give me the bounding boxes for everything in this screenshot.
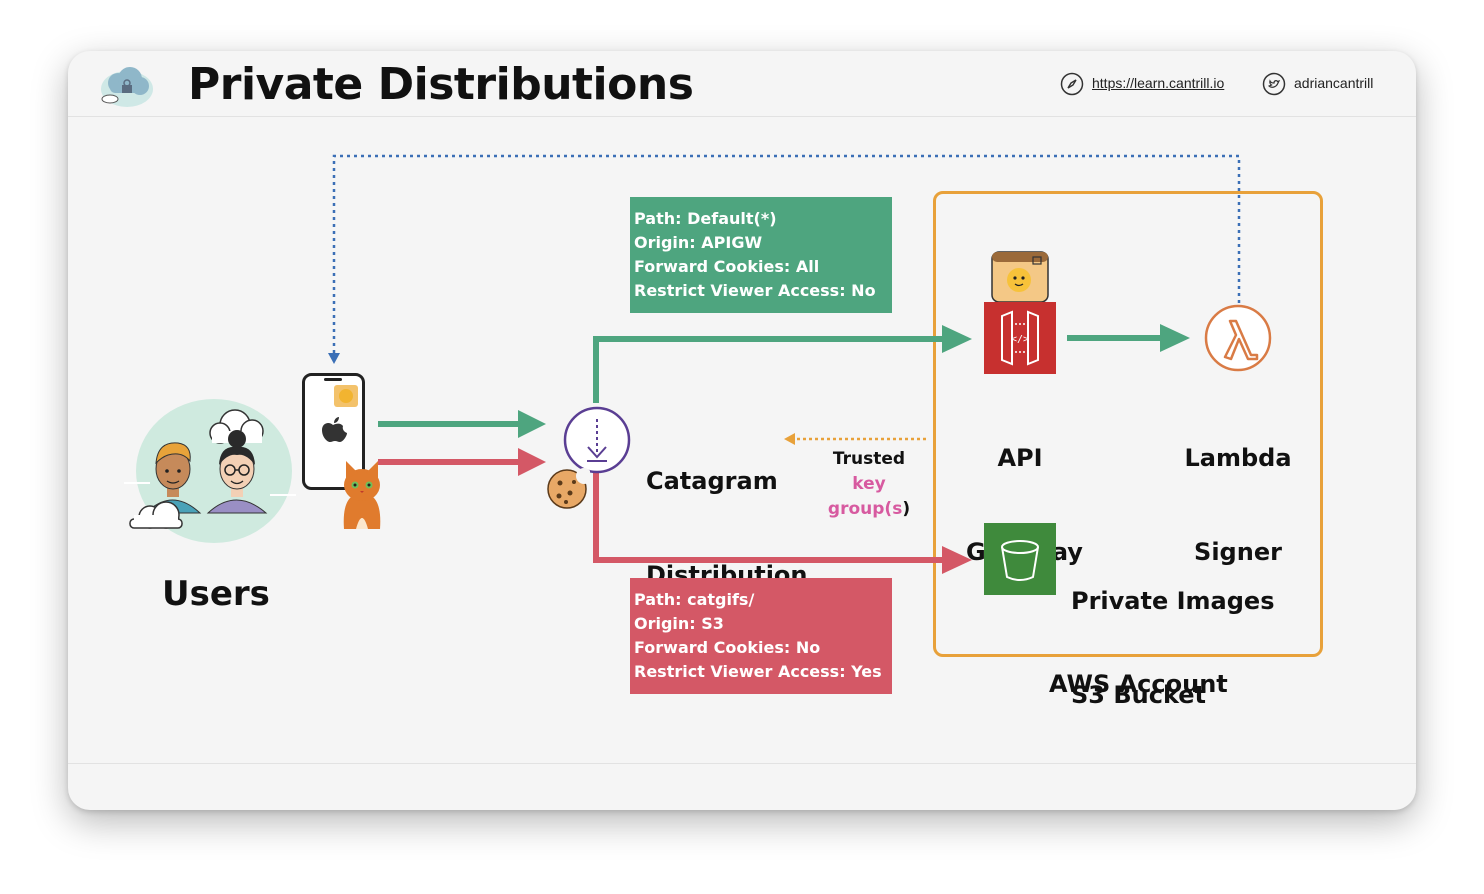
- svg-text:</>: </>: [1011, 334, 1029, 345]
- api-gateway-label-line1: API: [997, 444, 1043, 473]
- twitter-icon: [1262, 72, 1286, 96]
- behavior-catgifs-path: Path: catgifs/: [634, 590, 755, 609]
- green-arrowhead-lambda: [1160, 324, 1190, 352]
- behavior-default-box: Path: Default(*) Origin: APIGW Forward C…: [630, 197, 892, 313]
- aws-account-label: AWS Account: [1049, 670, 1228, 698]
- phone-icon: [302, 373, 366, 493]
- aws-account-box: [933, 191, 1323, 657]
- trusted-key-groups-label: Trusted key group(s): [816, 447, 922, 522]
- dotted-arrowhead: [328, 353, 340, 364]
- close-paren: ): [902, 499, 911, 519]
- cookie-icon: [546, 467, 592, 511]
- api-gateway-icon: </>: [984, 302, 1056, 374]
- trusted-word: Trusted: [832, 449, 906, 469]
- behavior-catgifs-box: Path: catgifs/ Origin: S3 Forward Cookie…: [630, 578, 892, 694]
- behavior-catgifs-cookies: Forward Cookies: No: [634, 638, 821, 657]
- cat-icon: [334, 461, 390, 531]
- behavior-default-restrict: Restrict Viewer Access: No: [634, 281, 876, 300]
- header-divider: [68, 116, 1416, 117]
- distribution-label-line1: Catagram: [646, 467, 778, 496]
- logo-icon: [96, 59, 158, 111]
- behavior-default-cookies: Forward Cookies: All: [634, 257, 820, 276]
- page-title: Private Distributions: [188, 59, 694, 110]
- plural-s: s: [892, 499, 903, 519]
- orange-arrowhead: [784, 433, 795, 445]
- red-arrowhead-s3: [942, 546, 972, 574]
- site-link[interactable]: https://learn.cantrill.io: [1092, 75, 1225, 91]
- s3-bucket-icon: [984, 523, 1056, 595]
- twitter-handle[interactable]: adriancantrill: [1294, 75, 1374, 91]
- red-arrowhead-user: [518, 448, 546, 476]
- behavior-default-origin: Origin: APIGW: [634, 233, 763, 252]
- behavior-default-path: Path: Default(*): [634, 209, 777, 228]
- dotted-feedback-line: [332, 154, 1241, 354]
- behavior-catgifs-restrict: Restrict Viewer Access: Yes: [634, 662, 882, 681]
- footer-divider: [68, 763, 1416, 764]
- cloudfront-distribution-icon: [562, 405, 632, 475]
- green-arrowhead-apigw: [942, 325, 972, 353]
- lambda-icon: [1203, 303, 1273, 373]
- green-arrowhead-user: [518, 410, 546, 438]
- app-thumbnail-icon: [991, 251, 1049, 303]
- s3-label-line2: S3 Bucket: [1071, 680, 1207, 709]
- trusted-line2: group(s): [816, 497, 922, 522]
- trusted-line1: Trusted key: [816, 447, 922, 497]
- s3-label: Private Images S3 Bucket: [1071, 524, 1274, 774]
- group-word: group(: [827, 499, 893, 519]
- behavior-catgifs-origin: Origin: S3: [634, 614, 724, 633]
- connector-arrows: [328, 154, 1241, 574]
- lambda-label: Lambda Signer: [1174, 381, 1302, 631]
- slide: Private Distributions https://learn.cant…: [68, 51, 1416, 810]
- key-word: key: [852, 474, 886, 494]
- users-illustration: [120, 391, 300, 551]
- s3-label-line1: Private Images: [1071, 587, 1275, 616]
- compass-icon: [1060, 72, 1084, 96]
- lambda-label-line1: Lambda: [1184, 444, 1292, 473]
- users-label: Users: [162, 574, 270, 614]
- lambda-label-line2: Signer: [1194, 537, 1282, 566]
